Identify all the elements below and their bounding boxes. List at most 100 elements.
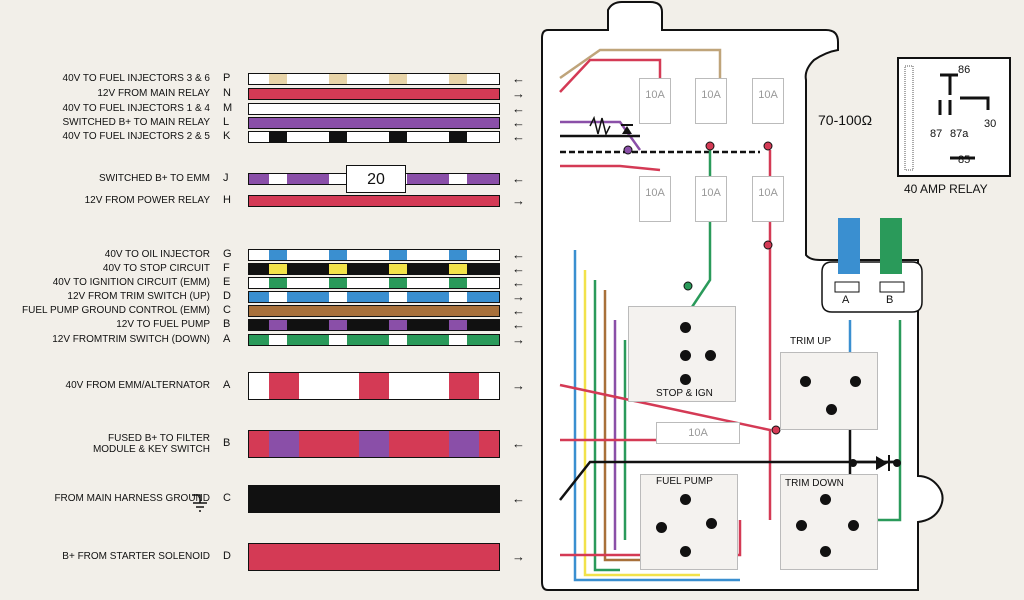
terminal-dot <box>826 404 837 415</box>
junction-dot <box>763 240 773 250</box>
pin-letter: P <box>223 72 231 84</box>
wire-color-bar <box>248 195 500 207</box>
wire-color-bar <box>248 319 500 331</box>
wire-color-bar <box>248 249 500 261</box>
arrow-right-icon: → <box>512 193 525 208</box>
connector-pin-b: B <box>886 294 894 306</box>
wire-stripe <box>269 335 287 345</box>
relay-pin-85: 85 <box>958 154 971 166</box>
wire-color-bar <box>248 430 500 458</box>
pin-label: 40V TO FUEL INJECTORS 1 & 4 <box>62 103 210 114</box>
arrow-right-icon: → <box>512 289 525 304</box>
junction-dot <box>849 459 857 467</box>
wire-stripe <box>269 250 287 260</box>
arrow-right-icon: → <box>512 549 525 564</box>
wire-stripe <box>449 320 467 330</box>
module-outline <box>541 1 944 591</box>
arrow-left-icon: ← <box>512 303 525 318</box>
relay-title: 40 AMP RELAY <box>904 182 988 196</box>
arrow-left-icon: ← <box>512 436 525 451</box>
wire-stripe <box>269 373 299 399</box>
wire-stripe <box>329 335 347 345</box>
terminal-dot <box>850 376 861 387</box>
terminal-dot <box>820 546 831 557</box>
fuse-10a: 10A <box>695 176 727 222</box>
wire-stripe <box>449 278 467 288</box>
relay-coil <box>904 65 914 171</box>
wire-stripe <box>269 431 299 457</box>
wire-stripe <box>269 320 287 330</box>
pin-letter: F <box>223 262 230 274</box>
wire-color-bar <box>248 88 500 100</box>
relay-pin-30: 30 <box>984 118 997 130</box>
pin-label-line: FUSED B+ TO FILTER <box>108 433 210 444</box>
pin-label: 12V FROM POWER RELAY <box>84 195 210 206</box>
wire-stripe <box>449 373 479 399</box>
arrow-right-icon: → <box>512 332 525 347</box>
wire-color-bar <box>248 117 500 129</box>
pin-letter: K <box>223 130 231 142</box>
terminal-dot <box>656 522 667 533</box>
wire-stripe <box>389 264 407 274</box>
arrow-left-icon: ← <box>512 115 525 130</box>
wire-color-bar <box>248 291 500 303</box>
pin-letter: N <box>223 87 231 99</box>
wire-stripe <box>329 250 347 260</box>
fuse-10a: 10A <box>639 78 671 124</box>
arrow-left-icon: ← <box>512 101 525 116</box>
wire-color-bar <box>248 305 500 317</box>
wire-color-bar <box>248 485 500 513</box>
arrow-left-icon: ← <box>512 129 525 144</box>
wire-color-bar <box>248 277 500 289</box>
wire-stripe <box>449 132 467 142</box>
wire-color-bar <box>248 73 500 85</box>
terminal-dot <box>820 494 831 505</box>
wire-color-bar <box>248 543 500 571</box>
wire-stripe <box>269 132 287 142</box>
pin-letter: A <box>223 379 231 391</box>
wire-color-bar <box>248 372 500 400</box>
relay-pin-87a: 87a <box>950 128 969 140</box>
wire-stripe <box>449 335 467 345</box>
wire-stripe <box>449 74 467 84</box>
wire-stripe <box>449 264 467 274</box>
wire-color-bar <box>248 131 500 143</box>
relay-resistance: 70-100Ω <box>818 112 873 128</box>
wire-stripe <box>329 74 347 84</box>
fuse-10a: 10A <box>752 176 784 222</box>
pin-label: 40V FROM EMM/ALTERNATOR <box>65 380 210 391</box>
stop-ign-label: STOP & IGN <box>656 388 713 399</box>
wire-color-bar <box>248 334 500 346</box>
pin-letter: E <box>223 276 231 288</box>
wire-stripe <box>389 132 407 142</box>
pin-a-box <box>834 281 860 293</box>
wire-stripe <box>269 174 287 184</box>
wire-stripe <box>329 292 347 302</box>
relay-pin-86: 86 <box>958 64 971 76</box>
pin-letter: C <box>223 492 231 504</box>
pin-letter: A <box>223 333 231 345</box>
wire-stripe <box>389 320 407 330</box>
pin-label: 40V TO IGNITION CIRCUIT (EMM) <box>52 277 210 288</box>
trim-up-label: TRIM UP <box>790 336 832 347</box>
diode-symbol-top <box>621 124 633 134</box>
pin-label: 12V FROM MAIN RELAY <box>97 88 210 99</box>
trim-down-label: TRIM DOWN <box>785 478 844 489</box>
wire-stripe <box>389 292 407 302</box>
arrow-left-icon: ← <box>512 317 525 332</box>
wire-stripe <box>449 431 479 457</box>
relay-box <box>897 57 1011 177</box>
wire-stripe <box>359 373 389 399</box>
pin-label: FROM MAIN HARNESS GROUND <box>54 493 210 504</box>
pin-label: SWITCHED B+ TO EMM <box>98 173 210 184</box>
wire-stripe <box>389 74 407 84</box>
resistor-symbol <box>589 115 611 137</box>
pin-letter: H <box>223 194 231 206</box>
fuse-20-label: 20 <box>346 165 406 193</box>
wire-color-bar <box>248 263 500 275</box>
arrow-right-icon: → <box>512 378 525 393</box>
ab-connector-housing <box>821 261 923 313</box>
trim-up-switch <box>780 352 878 430</box>
ground-icon <box>192 494 207 512</box>
